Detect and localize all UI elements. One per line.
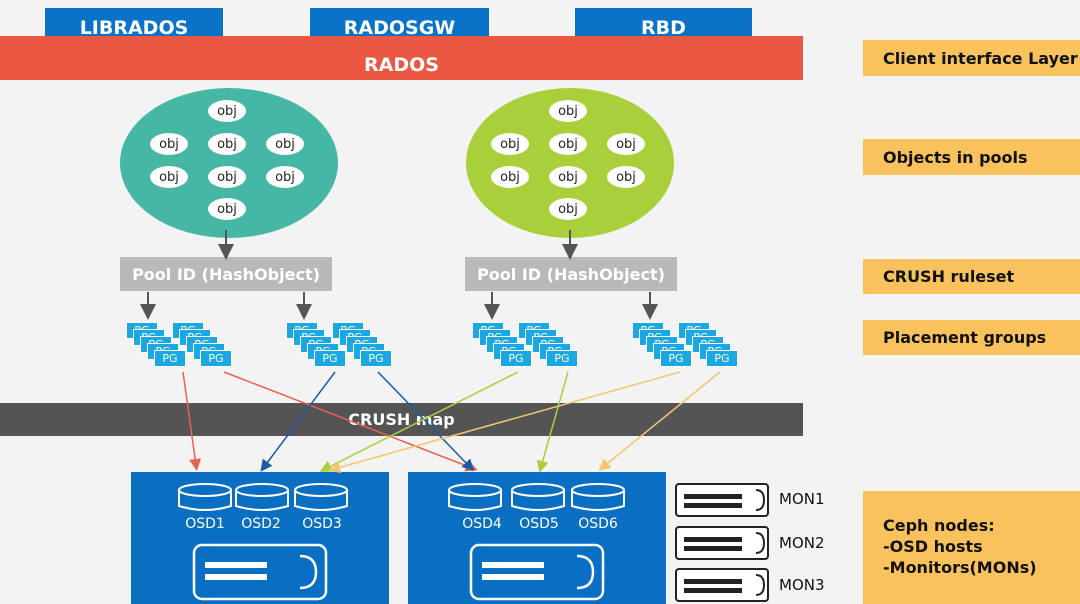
disk-icon-2 [235, 483, 289, 511]
object-1-6: obj [208, 166, 246, 188]
pool-id-box-1: Pool ID (HashObject) [120, 257, 332, 291]
arrow-yellow-2 [598, 371, 721, 471]
object-2-6: obj [549, 166, 587, 188]
layer-objects-label: Objects in pools [883, 147, 1028, 167]
arrow-green-2 [536, 371, 569, 473]
radosgw-label: RADOSGW [343, 17, 456, 39]
osd1-label: OSD1 [185, 516, 225, 532]
osd2-label: OSD2 [241, 516, 281, 532]
disk-icon-6 [571, 483, 625, 511]
object-2-2: obj [491, 133, 529, 155]
object-1-2: obj [150, 133, 188, 155]
object-2-3: obj [549, 133, 587, 155]
arrow-red-1 [182, 371, 202, 471]
rados-label: RADOS [364, 54, 439, 76]
object-1-5: obj [150, 166, 188, 188]
pool-id-label-2: Pool ID (HashObject) [477, 264, 665, 284]
pg-box: PG [314, 350, 346, 367]
layer-monitors-label: -Monitors(MONs) [883, 557, 1037, 577]
arrow-yellow-1 [328, 371, 681, 474]
object-1-4: obj [266, 133, 304, 155]
pg-box: PG [546, 350, 578, 367]
mon-icon-1 [675, 483, 769, 517]
layer-crush-ruleset: CRUSH ruleset [863, 259, 1080, 294]
layer-pg-label: Placement groups [883, 328, 1047, 347]
pg-box: PG [360, 350, 392, 367]
object-2-8: obj [549, 198, 587, 220]
mon3-label: MON3 [779, 576, 825, 594]
layer-crush-label: CRUSH ruleset [883, 267, 1015, 286]
osd5-label: OSD5 [519, 516, 559, 532]
mon-icon-2 [675, 526, 769, 560]
pool-id-box-2: Pool ID (HashObject) [465, 257, 677, 291]
pg-box: PG [500, 350, 532, 367]
pool-id-label-1: Pool ID (HashObject) [132, 264, 320, 284]
object-1-7: obj [266, 166, 304, 188]
disk-icon-4 [448, 483, 502, 511]
object-2-4: obj [607, 133, 645, 155]
layer-placement-groups: Placement groups [863, 320, 1080, 355]
object-2-7: obj [607, 166, 645, 188]
mon2-label: MON2 [779, 534, 825, 552]
pg-box: PG [154, 350, 186, 367]
pg-box: PG [660, 350, 692, 367]
osd6-label: OSD6 [578, 516, 618, 532]
layer-client-interface: Client interface Layer [863, 40, 1080, 76]
mon-icon-3 [675, 568, 769, 602]
disk-icon-3 [294, 483, 348, 511]
object-1-3: obj [208, 133, 246, 155]
object-1-8: obj [208, 198, 246, 220]
librados-label: LIBRADOS [79, 17, 189, 39]
object-2-5: obj [491, 166, 529, 188]
rados-bar: RADOS [0, 36, 803, 80]
layer-ceph-nodes-label: Ceph nodes: [883, 516, 995, 536]
pg-box: PG [200, 350, 232, 367]
arrow-blue-1 [260, 371, 336, 472]
rbd-label: RBD [641, 17, 686, 39]
osd4-label: OSD4 [462, 516, 502, 532]
layer-objects-in-pools: Objects in pools [863, 139, 1080, 175]
mon1-label: MON1 [779, 490, 825, 508]
object-2-1: obj [549, 100, 587, 122]
arrow-red-2 [223, 371, 478, 472]
server-icon-1 [192, 543, 328, 601]
layer-client-label: Client interface Layer [883, 48, 1078, 68]
layer-ceph-nodes: Ceph nodes: -OSD hosts -Monitors(MONs) [863, 491, 1080, 604]
arrow-green-1 [319, 371, 519, 472]
pg-box: PG [706, 350, 738, 367]
layer-osd-hosts-label: -OSD hosts [883, 537, 983, 557]
object-1-1: obj [208, 100, 246, 122]
osd3-label: OSD3 [302, 516, 342, 532]
disk-icon-5 [511, 483, 565, 511]
server-icon-2 [469, 543, 605, 601]
disk-icon-1 [178, 483, 232, 511]
